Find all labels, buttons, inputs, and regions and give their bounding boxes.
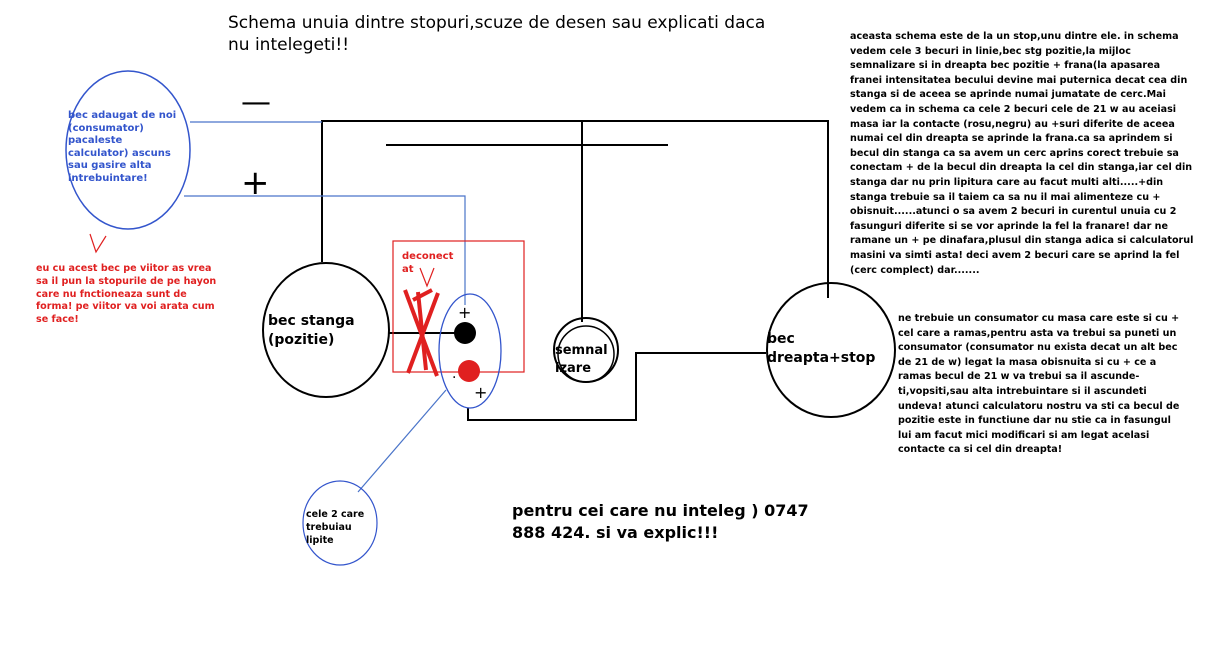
contact-phone-text: pentru cei care nu inteleg ) 0747 888 42… [512, 501, 809, 542]
explanation-note-top: aceasta schema este de la un stop,unu di… [850, 31, 1194, 276]
explanation-note-bottom: ne trebuie un consumator cu masa care es… [898, 313, 1180, 456]
ground-rail-wire [321, 120, 829, 298]
black-wires [321, 120, 829, 421]
contacts-ellipse [438, 293, 502, 409]
cele-ellipse [302, 480, 378, 566]
added-bulb-note: bec adaugat de noi (consumator) pacalest… [68, 110, 177, 184]
bulb-left-label: bec stanga (pozitie) [268, 313, 355, 348]
future-note: eu cu acest bec pe viitor as vrea sa il … [36, 263, 217, 326]
deconect-label: deconect at [402, 251, 454, 275]
blue-wire-to-cele-label [357, 389, 447, 493]
contact-plus-bottom: + [474, 383, 487, 402]
bulb-right-label: bec dreapta+stop [767, 331, 876, 366]
plus-symbol: + [241, 163, 270, 203]
bulb-middle-circle-inner [557, 325, 615, 383]
contact-dot: . [452, 366, 456, 382]
page-title: Schema unuia dintre stopuri,scuze de des… [228, 13, 766, 55]
minus-symbol: — [241, 85, 271, 120]
cut-x-icon [403, 288, 440, 377]
blue-wires [184, 121, 466, 493]
red-contact [458, 360, 480, 382]
red-arrow-icon-deconect [419, 267, 435, 288]
red-arrow-icon [89, 233, 107, 254]
cele-label: cele 2 care trebuiau lipite [306, 509, 365, 546]
bulb-middle-label: semnal izare [555, 343, 608, 376]
right-bulb-to-red-contact-wire [467, 352, 766, 421]
contact-plus-top: + [458, 303, 471, 322]
bulb-left-circle [262, 262, 390, 398]
blue-wire-plus [184, 195, 466, 305]
added-bulb-ellipse [65, 70, 191, 230]
black-contact [454, 322, 476, 344]
bulb-right-circle [766, 282, 896, 418]
